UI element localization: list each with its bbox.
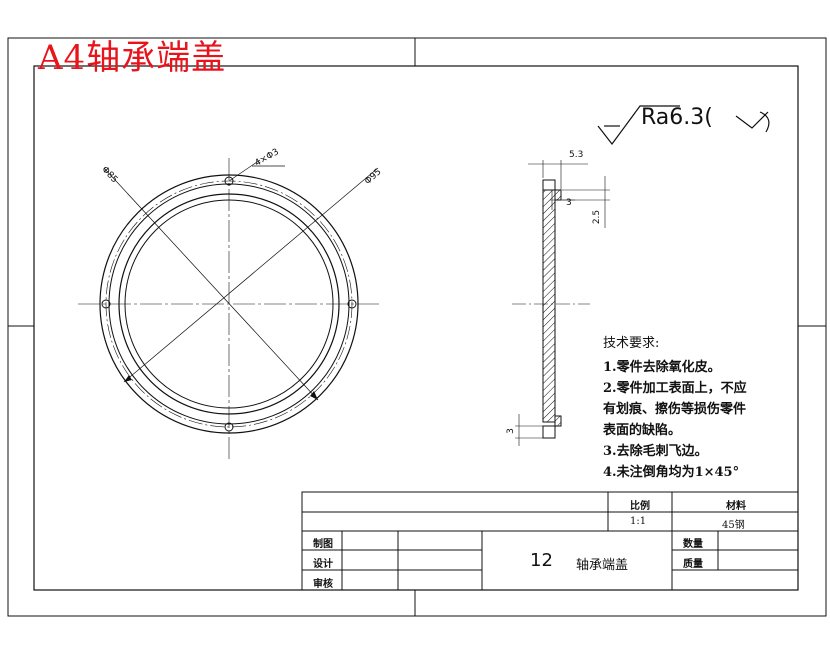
dim-width: 5.3 [569,150,584,160]
section-body [542,189,556,423]
requirement-2: 2.零件加工表面上，不应 [603,381,747,396]
material-value: 45钢 [722,520,745,531]
material-label: 材料 [726,501,746,512]
dim-line-phi85 [103,167,319,401]
leader-holes [228,159,261,182]
dim-step-h: 2.5 [592,209,603,225]
sheet-border [7,37,827,617]
section-step-bottom [554,415,562,427]
requirement-2-cont: 有划痕、擦伤等损伤零件 [603,402,747,417]
scale-value: 1:1 [630,516,647,527]
requirement-4: 4.未注倒角均为1×45° [603,465,740,480]
part-name: 轴承端盖 [576,558,629,573]
requirement-3: 3.去除毛刺飞边。 [603,444,708,459]
dim-line-phi95 [123,167,379,383]
section-flange-top [542,179,556,191]
section-step-top [554,189,562,201]
drawing-title: A4轴承端盖 [38,38,227,78]
roughness-symbol [597,105,770,145]
design-label: 设计 [313,559,333,570]
requirements-heading: 技术要求: [603,336,660,351]
drawing-frame [33,65,799,591]
roughness-label: Ra6.3( [641,105,713,130]
centering-marks [8,38,826,616]
requirement-2-end: 表面的缺陷。 [603,423,682,438]
requirement-1: 1.零件去除氧化皮。 [603,360,721,375]
front-view [78,158,382,462]
section-flange-bottom [542,425,556,439]
drawn-label: 制图 [313,539,333,550]
section-view [512,160,610,446]
part-number: 12 [530,550,553,571]
review-label: 审核 [313,579,333,590]
weight-label: 质量 [683,559,703,570]
quantity-label: 数量 [683,539,703,550]
dim-step-top: 3 [566,198,572,208]
title-block [301,491,799,591]
dim-step-bottom: 3 [505,428,516,434]
scale-label: 比例 [630,501,650,512]
